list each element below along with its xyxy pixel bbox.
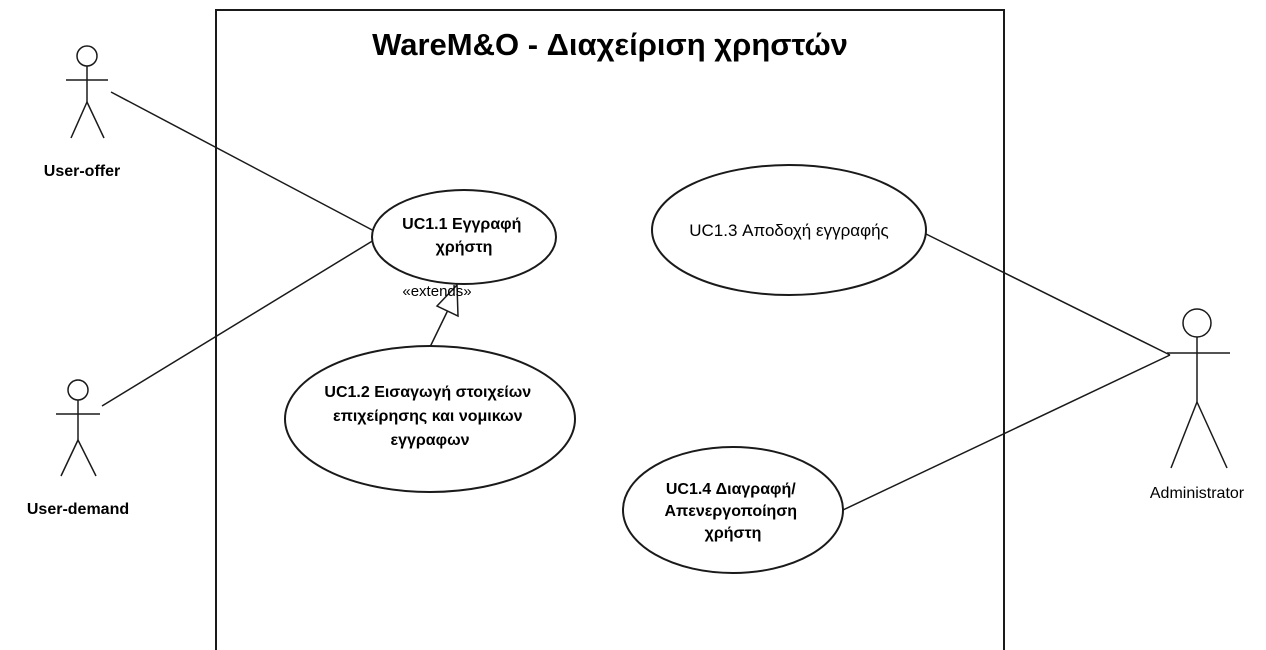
extends-arrowhead	[435, 283, 459, 318]
actor-administrator-leg-right	[1196, 401, 1228, 469]
extends-label: «extends»	[402, 283, 471, 300]
actor-user-demand-head	[67, 379, 89, 401]
actor-administrator-label: Administrator	[1150, 485, 1245, 502]
association-user-demand-uc1-1	[101, 239, 375, 407]
use-case-uc1-2-label: UC1.2 Εισαγωγή στοιχείων επιχείρησης και…	[324, 384, 535, 449]
actor-user-demand-leg-right	[77, 439, 97, 477]
use-case-uc1-4-label: UC1.4 Διαγραφή/ Απενεργοποίηση χρήστη	[665, 481, 802, 542]
actor-administrator-head	[1182, 308, 1212, 338]
system-boundary: WareM&O - Διαχείριση χρηστών	[215, 9, 1005, 650]
use-case-uc1-1: UC1.1 Εγγραφή χρήστη	[371, 189, 557, 285]
use-case-uc1-1-label: UC1.1 Εγγραφή χρήστη	[402, 216, 526, 256]
extends-line	[429, 309, 449, 348]
extends-relation: «extends»	[402, 283, 472, 348]
actor-administrator	[1167, 308, 1230, 469]
actor-user-demand-leg-left	[60, 439, 79, 477]
actor-user-offer	[66, 45, 108, 139]
system-boundary-box	[215, 9, 1005, 650]
use-case-uc1-2-ellipse	[284, 345, 576, 493]
actor-user-demand	[56, 379, 100, 477]
use-case-uc1-3: UC1.3 Αποδοχή εγγραφής	[651, 164, 927, 296]
use-case-uc1-1-ellipse	[371, 189, 557, 285]
association-admin-uc1-3	[925, 233, 1171, 356]
system-title: WareM&O - Διαχείριση χρηστών	[372, 27, 848, 62]
use-case-uc1-4-ellipse	[622, 446, 844, 574]
actor-user-offer-leg-left	[70, 101, 88, 139]
use-case-uc1-4: UC1.4 Διαγραφή/ Απενεργοποίηση χρήστη	[622, 446, 844, 574]
actor-user-offer-leg-right	[86, 101, 105, 139]
actor-administrator-leg-left	[1170, 401, 1198, 469]
actor-user-demand-label: User-demand	[27, 501, 129, 518]
use-case-uc1-3-label: UC1.3 Αποδοχή εγγραφής	[689, 221, 889, 240]
association-admin-uc1-4	[842, 354, 1171, 511]
association-user-offer-uc1-1	[110, 91, 377, 233]
associations	[101, 91, 1171, 511]
use-case-uc1-2: UC1.2 Εισαγωγή στοιχείων επιχείρησης και…	[284, 345, 576, 493]
use-case-uc1-3-ellipse	[651, 164, 927, 296]
actor-user-offer-label: User-offer	[44, 163, 120, 180]
actor-user-offer-head	[76, 45, 98, 67]
